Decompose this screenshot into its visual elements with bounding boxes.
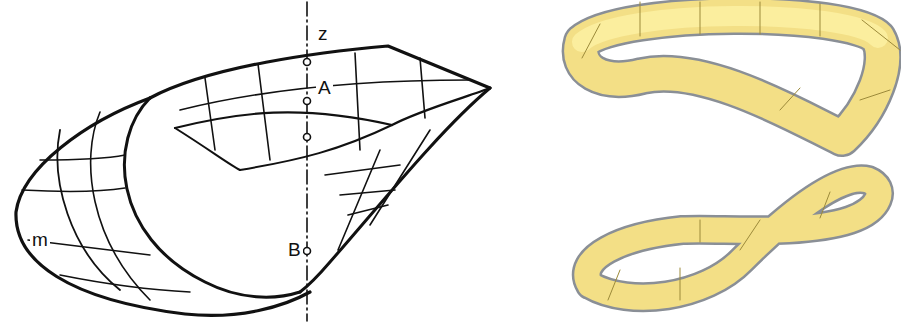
axis-label: z xyxy=(316,24,330,43)
point-label: B xyxy=(286,240,303,259)
surface-label: m xyxy=(30,230,50,249)
point-label: A xyxy=(316,78,333,97)
